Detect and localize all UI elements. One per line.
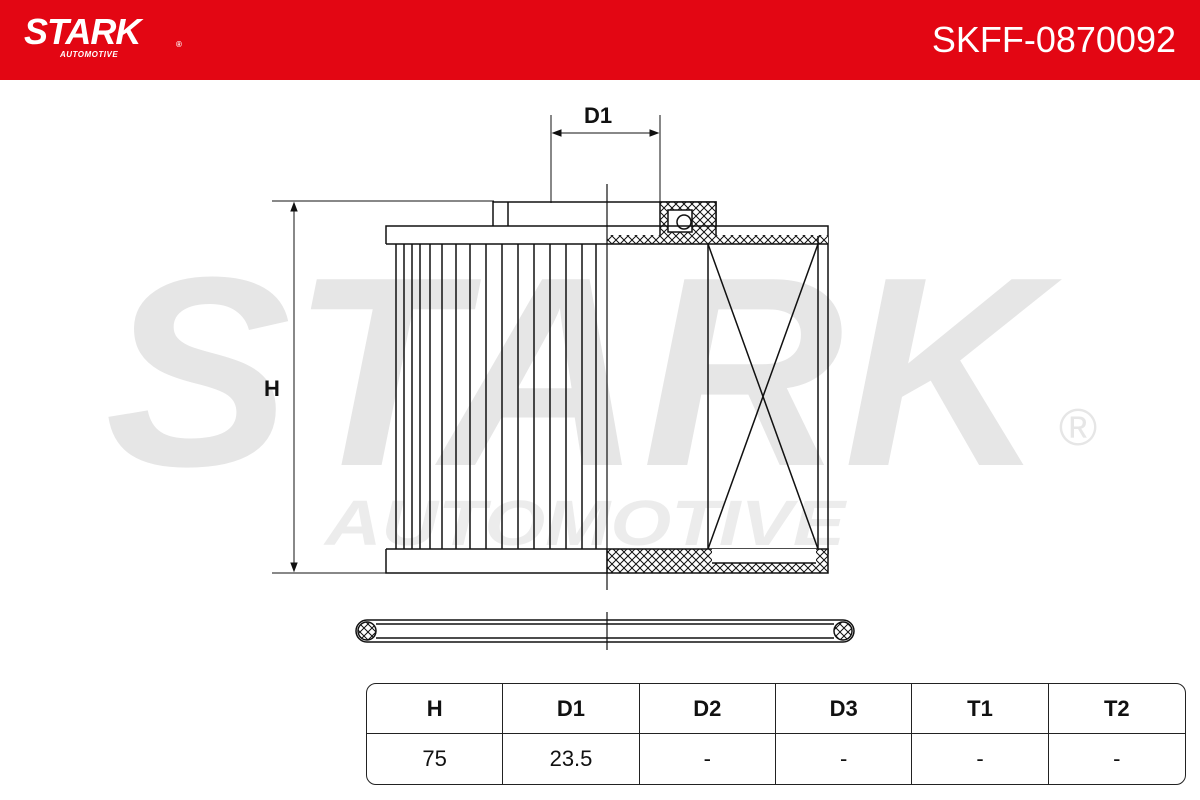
header-t2: T2 bbox=[1048, 684, 1185, 734]
h-label: H bbox=[264, 376, 280, 401]
header-t1: T1 bbox=[912, 684, 1049, 734]
o-ring-seal bbox=[355, 612, 855, 650]
logo-text: STARK bbox=[24, 11, 141, 52]
d1-dimension bbox=[550, 115, 661, 203]
filter-cross-section bbox=[385, 184, 829, 590]
header-d3: D3 bbox=[775, 684, 913, 734]
stark-logo: STARK ® AUTOMOTIVE bbox=[24, 11, 182, 60]
value-t1: - bbox=[912, 734, 1049, 784]
h-dimension bbox=[272, 200, 494, 574]
d1-label: D1 bbox=[584, 103, 613, 128]
value-t2: - bbox=[1113, 746, 1121, 771]
value-d3: - bbox=[776, 734, 913, 784]
logo-registered-mark: ® bbox=[176, 40, 182, 49]
value-d1: 23.5 bbox=[503, 734, 640, 784]
header-d1: D1 bbox=[503, 684, 640, 734]
logo-subtext: AUTOMOTIVE bbox=[60, 50, 119, 59]
spec-table: H D1 D2 D3 T1 T2 75 23.5 - - - - bbox=[366, 683, 1186, 785]
header-bar: STARK ® AUTOMOTIVE SKFF-0870092 bbox=[0, 0, 1200, 80]
header-d2: D2 bbox=[639, 684, 776, 734]
value-h: 75 bbox=[367, 734, 504, 784]
value-d2: - bbox=[640, 734, 776, 784]
header-h: H bbox=[367, 684, 504, 734]
part-number: SKFF-0870092 bbox=[931, 19, 1176, 60]
